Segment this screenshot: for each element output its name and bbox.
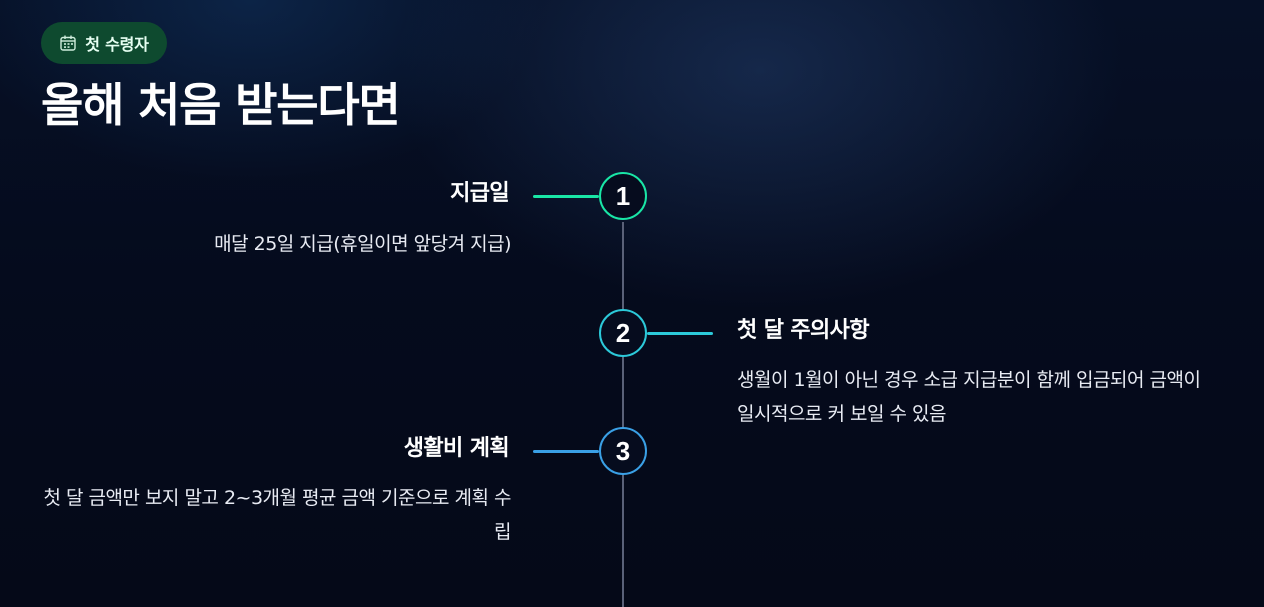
step-2-number: 2: [599, 309, 647, 357]
step-2-description: 생월이 1월이 아닌 경우 소급 지급분이 함께 입금되어 금액이 일시적으로 …: [737, 369, 1201, 425]
step-2-title: 첫 달 주의사항: [737, 318, 870, 343]
step-1-number: 1: [599, 172, 647, 220]
step-3-number: 3: [599, 427, 647, 475]
step-1-description: 매달 25일 지급(휴일이면 앞당겨 지급): [214, 233, 511, 255]
step-3-description: 첫 달 금액만 보지 말고 2~3개월 평균 금액 기준으로 계획 수립: [43, 487, 511, 543]
step-1-connector: [533, 195, 599, 198]
calendar-icon: [59, 34, 77, 52]
page-title: 올해 처음 받는다면: [41, 78, 401, 132]
timeline-line: [622, 222, 624, 607]
step-1-title: 지급일: [450, 181, 510, 206]
category-badge: 첫 수령자: [41, 22, 167, 64]
step-3-connector: [533, 450, 599, 453]
step-3-title: 생활비 계획: [403, 436, 510, 461]
step-2-connector: [647, 332, 713, 335]
badge-label: 첫 수령자: [85, 35, 149, 54]
